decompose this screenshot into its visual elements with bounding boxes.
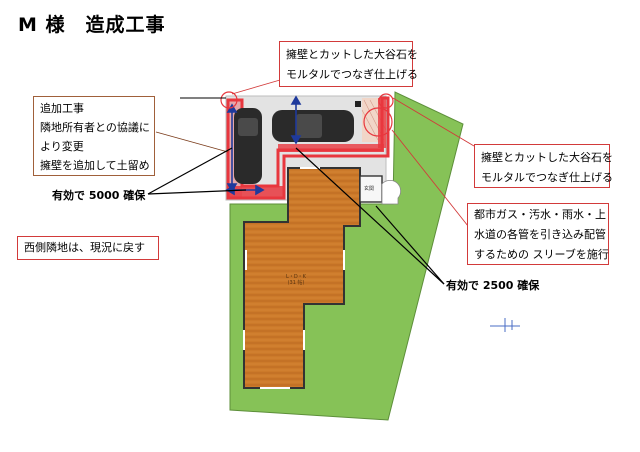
benchmark-symbol — [490, 318, 520, 332]
label-effective-5000: 有効で 5000 確保 — [52, 189, 146, 202]
label-effective-2500: 有効で 2500 確保 — [446, 279, 540, 292]
note-line: 擁壁を追加して土留め — [40, 159, 150, 172]
note-line: 西側隣地は、現況に戻す — [24, 241, 145, 254]
note-line: 水道の各管を引き込み配管 — [474, 228, 606, 241]
note-retaining-wall-top: 擁壁とカットした大谷石を モルタルでつなぎ仕上げる — [279, 41, 418, 87]
leader-additional — [155, 131, 229, 153]
note-line: 都市ガス・汚水・雨水・上 — [474, 208, 606, 221]
note-line: するための スリーブを施行 — [474, 248, 609, 261]
leader-top-note — [231, 79, 281, 95]
leader-utilities — [391, 129, 469, 227]
leader-2500-b — [375, 205, 445, 285]
note-additional-work: 追加工事 隣地所有者との協議に より変更 擁壁を追加して土留め — [33, 96, 155, 176]
note-line: 擁壁とカットした大谷石を — [286, 48, 418, 61]
marker-circle-right — [363, 107, 393, 137]
note-line: より変更 — [40, 140, 84, 153]
page-title: M 様 造成工事 — [18, 14, 166, 36]
ldk-label: L・D・K (31 帖) — [276, 274, 316, 286]
leader-5000-a — [147, 147, 233, 195]
note-line: 擁壁とカットした大谷石を — [481, 151, 613, 164]
faucet-marker — [355, 101, 361, 107]
ldk-size: (31 帖) — [287, 280, 305, 286]
note-west-site: 西側隣地は、現況に戻す — [17, 236, 159, 260]
leader-2500-a — [295, 147, 445, 285]
note-utilities: 都市ガス・汚水・雨水・上 水道の各管を引き込み配管 するための スリーブを施行 — [467, 203, 609, 265]
retaining-wall-fill-right — [378, 98, 386, 148]
note-line: 隣地所有者との協議に — [40, 121, 150, 134]
leader-right-note — [392, 97, 475, 147]
marker-circle-topleft — [220, 91, 238, 109]
ldk-name: L・D・K — [286, 274, 306, 280]
marker-circle-topright — [378, 93, 394, 109]
note-line: 追加工事 — [40, 102, 84, 115]
entrance-label: 玄関 — [364, 186, 375, 192]
leader-5000-b — [147, 189, 247, 195]
note-retaining-wall-right: 擁壁とカットした大谷石を モルタルでつなぎ仕上げる — [474, 144, 613, 188]
note-line: モルタルでつなぎ仕上げる — [286, 68, 418, 81]
note-line: モルタルでつなぎ仕上げる — [481, 171, 613, 184]
retaining-wall-fill-top — [278, 144, 384, 152]
